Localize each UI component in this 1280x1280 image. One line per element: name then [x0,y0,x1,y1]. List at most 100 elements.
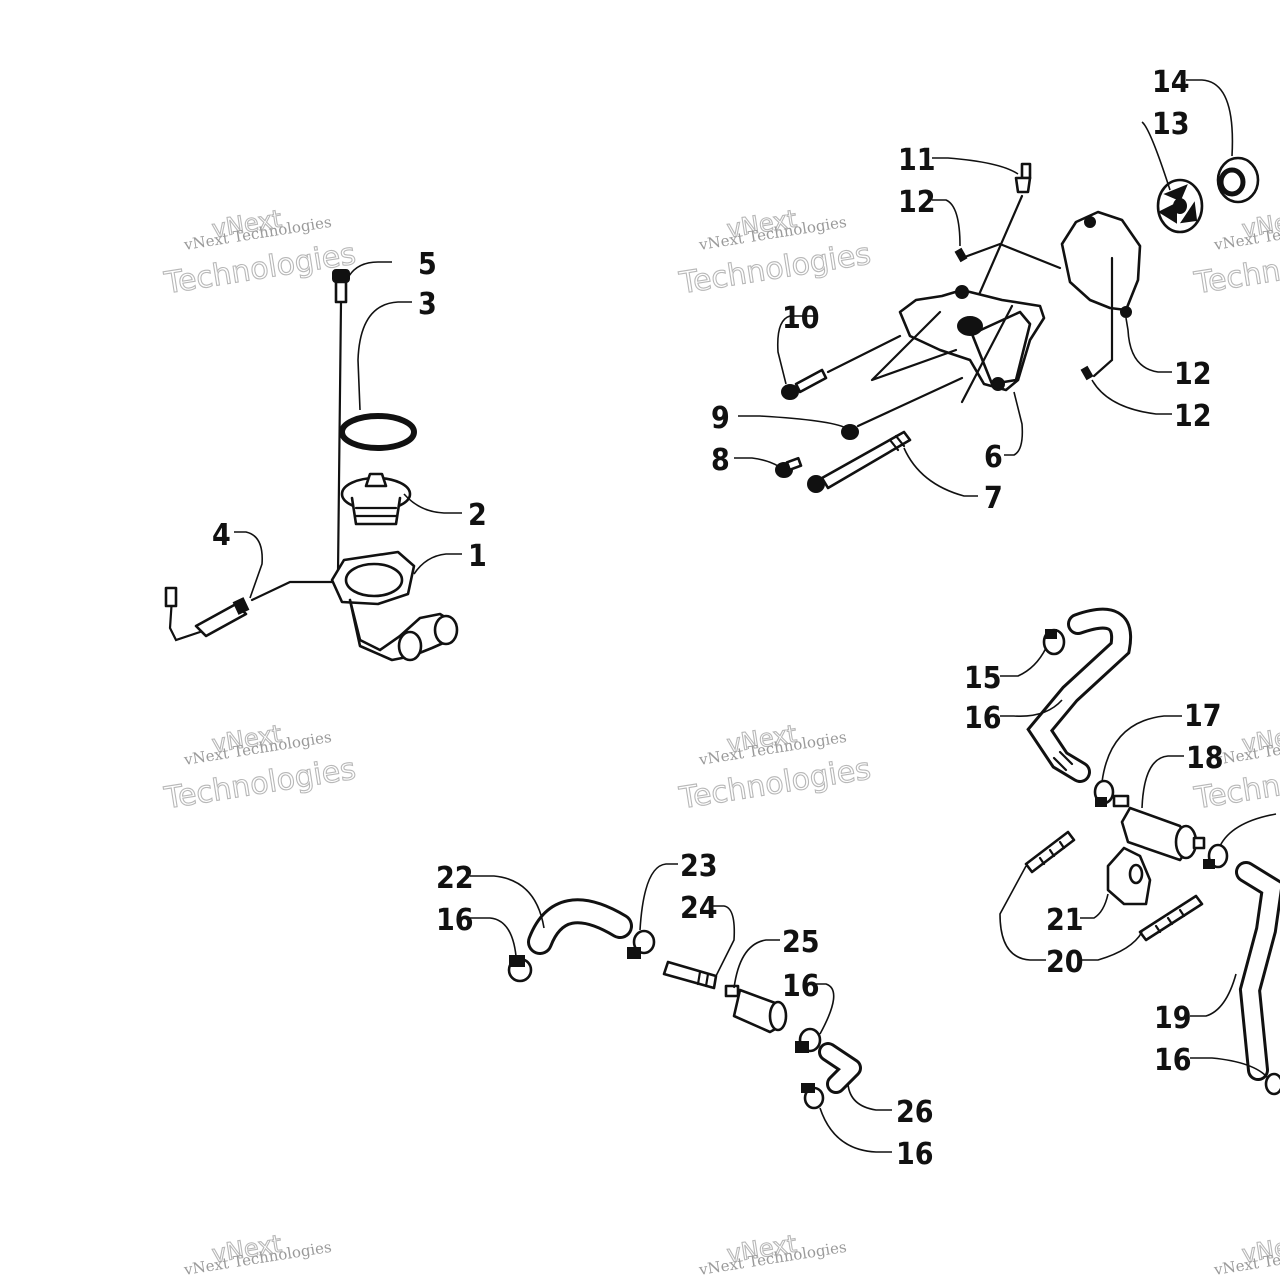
part-thermostat [340,472,412,526]
clamp-tab [627,947,641,959]
callout-16-left: 16 [436,903,474,938]
part-dowel-pin [1080,365,1094,381]
watermark: vNext vNext Technologies Technologies [676,204,874,302]
part-washer [841,376,964,440]
callout-3: 3 [418,287,437,322]
part-screw [332,269,350,574]
sensor-wire [168,596,202,642]
leader-15 [1186,79,1234,157]
pump-housing-bolt-hole [991,377,1005,391]
filter-body [1120,806,1192,862]
leader-16c [470,917,517,957]
assembly-line [960,304,1014,404]
watermark: vNext vNext Technologies [697,1229,848,1279]
part-filter [1112,794,1206,862]
clamp-ring [1264,1072,1280,1096]
leader-10 [776,315,816,385]
callout-2: 2 [468,498,487,533]
leader-5 [348,261,392,277]
leader-26 [733,939,780,989]
callout-1: 1 [468,539,487,574]
clamp-tab [509,955,525,967]
washer [841,424,859,440]
watermark: vNext vNext Technologies [182,1229,333,1279]
part-temperature-sensor [164,580,334,642]
gasket-hole [1084,216,1096,228]
hose-fill [821,1045,859,1091]
clamp-tab [801,1083,815,1093]
leader-16d [816,983,835,1035]
assembly-line [960,242,1062,270]
screw-shank [334,280,348,304]
part-hose-upper [1026,607,1133,783]
leader-1 [413,553,462,575]
bracket-hole [1128,863,1144,885]
pump-housing-cover [970,310,1032,386]
assembly-line [1092,256,1114,378]
leader-12a [932,199,961,247]
callout-16-bottom: 16 [896,1137,934,1172]
impeller-vanes [1157,184,1198,224]
leader-8 [734,457,779,467]
part-impeller [1156,178,1204,234]
part-o-ring [339,413,417,451]
callout-9: 9 [711,401,730,436]
part-bracket [1106,846,1152,906]
housing-outlet-2 [397,630,423,662]
sensor-terminal [164,586,178,608]
leader-22 [1080,893,1109,919]
callout-16-lower: 16 [1154,1043,1192,1078]
screw-head [332,269,350,283]
part-small-filter [724,984,788,1034]
callout-24: 23 [680,849,718,884]
leader-16e [819,1107,892,1153]
callout-7: 7 [984,481,1003,516]
bleed-screw-tip [1020,162,1032,180]
callout-15: 14 [1152,65,1190,100]
callout-26: 25 [782,925,820,960]
leader-11 [932,157,1019,175]
long-bolt-head [807,475,825,493]
small-filter-end [768,1000,788,1032]
callout-18: 17 [1184,699,1222,734]
callout-21: 20 [1046,945,1084,980]
part-hose-clamp [507,955,533,983]
callout-16-mid: 16 [782,969,820,1004]
leader-9 [738,415,847,429]
gasket-plate [1060,210,1142,312]
leader-21 [1080,931,1143,961]
part-hose-lower [1235,861,1280,1081]
callout-22: 21 [1046,903,1084,938]
stud-threads [1038,840,1186,934]
callout-6: 6 [984,440,1003,475]
o-ring-outer [339,413,417,451]
callout-20: 19 [1154,1001,1192,1036]
leader-4 [234,531,263,599]
pump-housing-boss [957,316,983,336]
leader-lines [234,79,1277,1153]
leader-12b [1091,379,1172,415]
stud-lower [1138,894,1204,942]
callout-16: 15 [964,661,1002,696]
hose-assembly-right [1024,607,1280,1096]
part-small-bolt [775,456,803,478]
leader-23 [470,875,545,929]
leader-16-partial [1219,813,1277,847]
watermark: vNext vNext Technologies [1212,1229,1280,1279]
callout-12-lower: 12 [1174,399,1212,434]
bolt-head [781,384,799,400]
assembly-line [856,376,964,428]
callout-4: 4 [212,518,231,553]
watermark: vNext vNext Technologies Technologies [676,719,874,817]
leader-19 [1141,755,1184,809]
clamp-tab [1203,859,1215,869]
callout-11: 11 [898,143,936,178]
long-bolt-shank [820,430,912,490]
part-long-bolt [807,430,912,493]
leader-17 [1000,699,1063,717]
callout-13: 12 [1174,357,1212,392]
leader-16a [1000,647,1047,677]
leader-3 [357,301,412,411]
sensor-hex [232,597,250,615]
